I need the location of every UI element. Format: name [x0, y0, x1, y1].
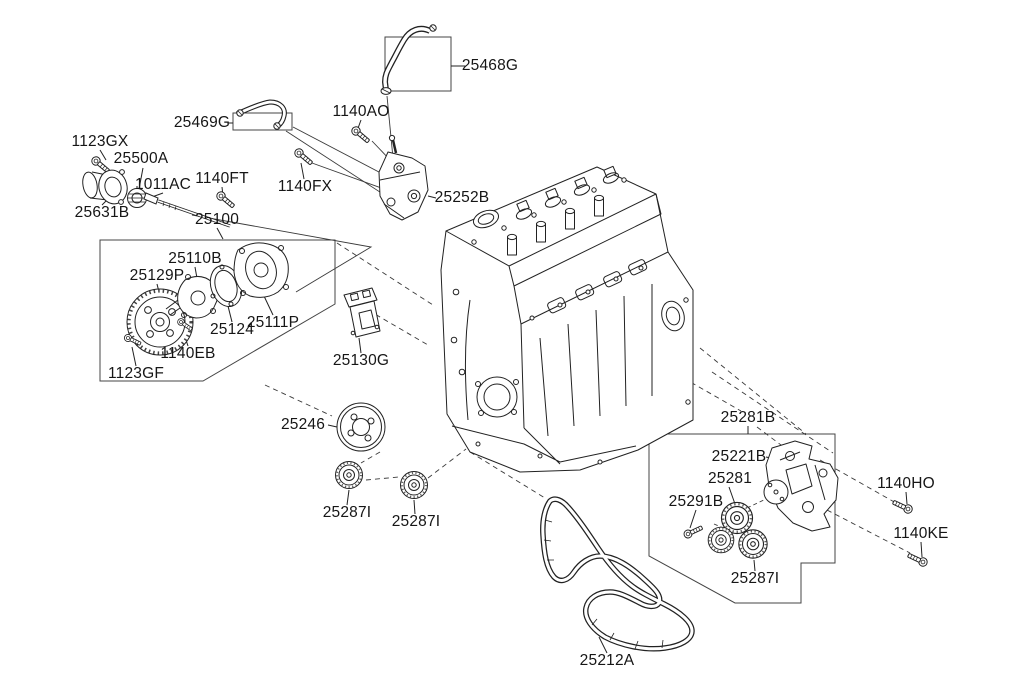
lower-pulleys	[334, 402, 429, 500]
tensioner-group	[682, 440, 839, 560]
leader-lines	[99, 65, 923, 654]
gasket-25130g	[343, 287, 381, 338]
water-pump-group	[122, 242, 289, 356]
box-water-pump-group	[99, 239, 336, 382]
box-pipe-25469g	[232, 112, 293, 131]
thermostat-group	[82, 154, 237, 228]
engine-assembly	[440, 165, 694, 473]
hose-25468g	[380, 24, 437, 95]
pipe-25469g	[235, 99, 287, 130]
box-hose-25468g	[384, 36, 452, 92]
bracket-25252b	[378, 134, 429, 221]
box-tensioner-group	[648, 433, 836, 604]
guide-lines	[191, 95, 911, 554]
drive-belt-25212a	[540, 496, 695, 652]
group-boxes	[99, 36, 836, 604]
